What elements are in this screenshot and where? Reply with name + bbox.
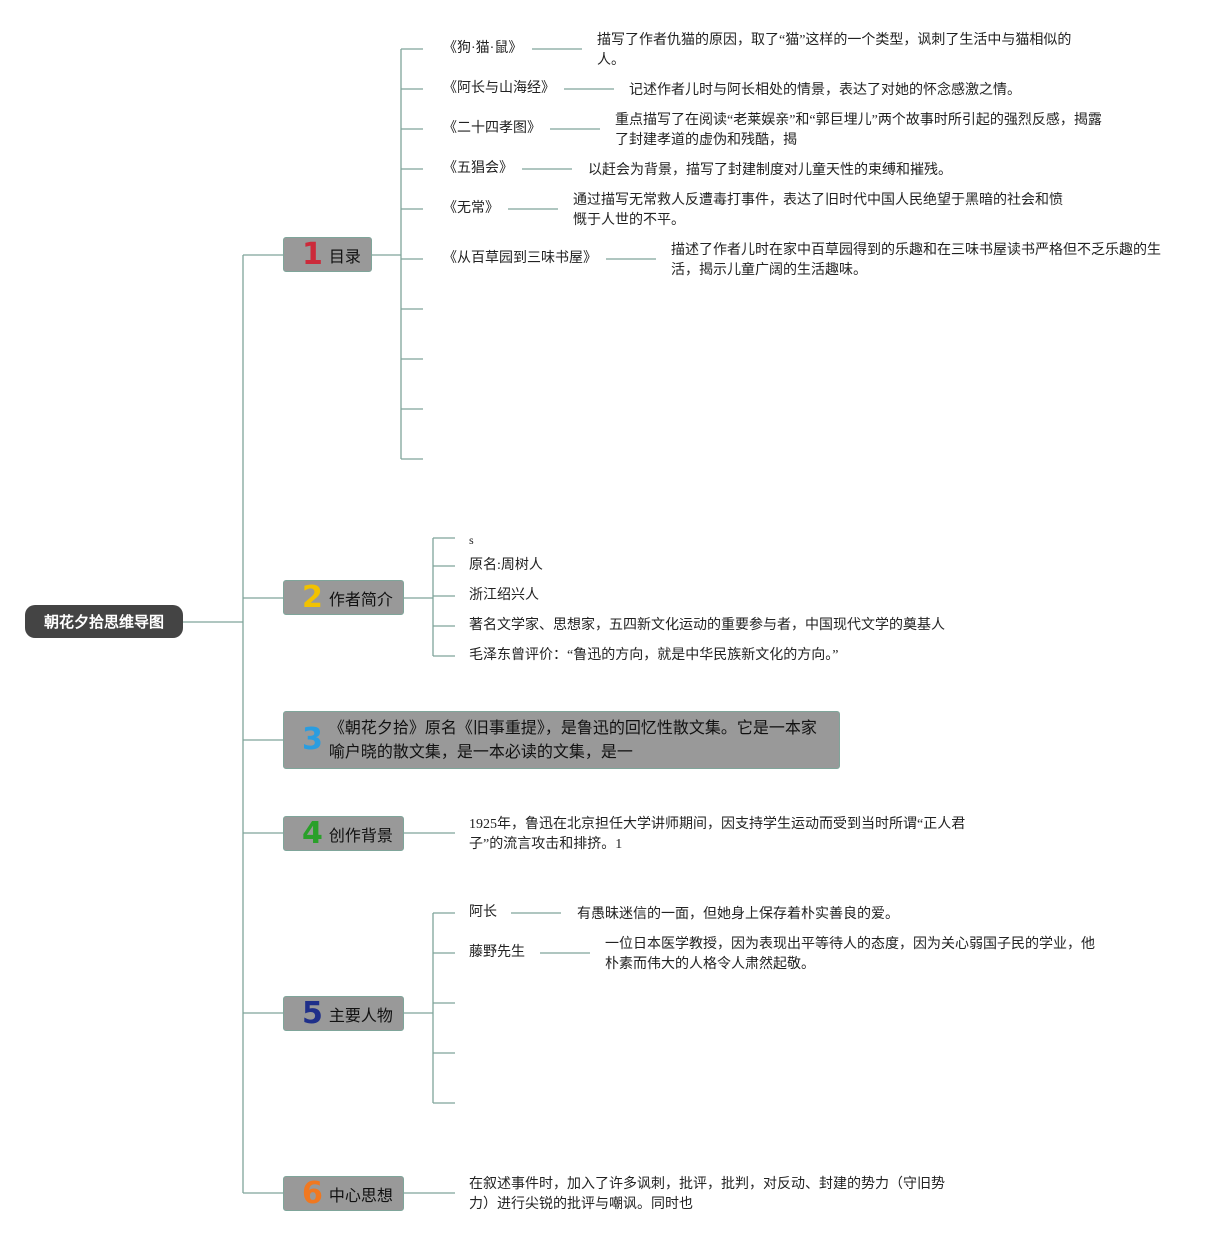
section-label: 创作背景 xyxy=(328,825,393,845)
catalog-desc: 记述作者儿时与阿长相处的情景，表达了对她的怀念感激之情。 xyxy=(629,83,1021,98)
section-number: 2 xyxy=(302,579,323,615)
author-item: 原名:周树人 xyxy=(469,558,543,573)
catalog-desc: 以赶会为背景，描写了封建制度对儿童天性的束缚和摧残。 xyxy=(588,163,952,178)
catalog-desc: 描写了作者仇猫的原因，取了“猫”这样的一个类型，讽刺了生活中与猫相似的人。 xyxy=(597,33,1072,68)
section-label: 目录 xyxy=(328,246,361,266)
section-label: 中心思想 xyxy=(328,1185,393,1205)
root-label: 朝花夕拾思维导图 xyxy=(43,613,164,631)
catalog-title: 《狗·猫·鼠》 xyxy=(443,41,523,56)
author-item: 浙江绍兴人 xyxy=(469,588,539,603)
section-characters[interactable]: 5 主要人物 xyxy=(283,996,404,1031)
character-desc: 一位日本医学教授，因为表现出平等待人的态度，因为关心弱国子民的学业，他朴素而伟大… xyxy=(605,937,1095,972)
root-topic[interactable]: 朝花夕拾思维导图 xyxy=(25,605,183,638)
section-number: 6 xyxy=(302,1175,323,1211)
author-item: 著名文学家、思想家，五四新文化运动的重要参与者，中国现代文学的奠基人 xyxy=(469,618,945,633)
catalog-desc: 通过描写无常救人反遭毒打事件，表达了旧时代中国人民绝望于黑暗的社会和愤慨于人世的… xyxy=(573,193,1063,228)
section-number: 3 xyxy=(302,722,323,757)
section-label: 主要人物 xyxy=(328,1005,393,1025)
theme-text: 在叙述事件时，加入了许多讽刺，批评，批判，对反动、封建的势力（守旧势力）进行尖锐… xyxy=(469,1177,945,1212)
catalog-desc: 描述了作者儿时在家中百草园得到的乐趣和在三味书屋读书严格但不乏乐趣的生活，揭示儿… xyxy=(671,243,1161,278)
section-author[interactable]: 2 作者简介 xyxy=(283,580,404,615)
catalog-title: 《阿长与山海经》 xyxy=(443,81,555,96)
character-name: 藤野先生 xyxy=(469,945,525,960)
section-number: 5 xyxy=(302,995,323,1031)
character-desc: 有愚昧迷信的一面，但她身上保存着朴实善良的爱。 xyxy=(577,907,899,922)
catalog-desc: 重点描写了在阅读“老莱娱亲”和“郭巨埋儿”两个故事时所引起的强烈反感，揭露了封建… xyxy=(615,113,1102,148)
section-label: 作者简介 xyxy=(328,589,393,609)
catalog-title: 《从百草园到三味书屋》 xyxy=(443,251,597,266)
catalog-title: 《无常》 xyxy=(443,201,499,216)
section-theme[interactable]: 6 中心思想 xyxy=(283,1176,404,1211)
section-background[interactable]: 4 创作背景 xyxy=(283,816,404,851)
section-label: 《朝花夕拾》原名《旧事重提》，是鲁迅的回忆性散文集。它是一本家喻户晓的散文集，是… xyxy=(328,718,817,761)
character-name: 阿长 xyxy=(469,905,497,920)
author-item: 毛泽东曾评价：“鲁迅的方向，就是中华民族新文化的方向。” xyxy=(469,648,839,663)
author-item: s xyxy=(469,533,474,547)
section-number: 4 xyxy=(302,815,323,851)
section-intro[interactable]: 3 《朝花夕拾》原名《旧事重提》，是鲁迅的回忆性散文集。它是一本家喻户晓的散文集… xyxy=(283,711,840,769)
section-number: 1 xyxy=(302,236,323,272)
catalog-title: 《二十四孝图》 xyxy=(443,121,541,136)
section-catalog[interactable]: 1 目录 xyxy=(283,237,372,272)
catalog-title: 《五猖会》 xyxy=(443,161,513,176)
background-text: 1925年，鲁迅在北京担任大学讲师期间，因支持学生运动而受到当时所谓“正人君子”… xyxy=(469,817,966,852)
